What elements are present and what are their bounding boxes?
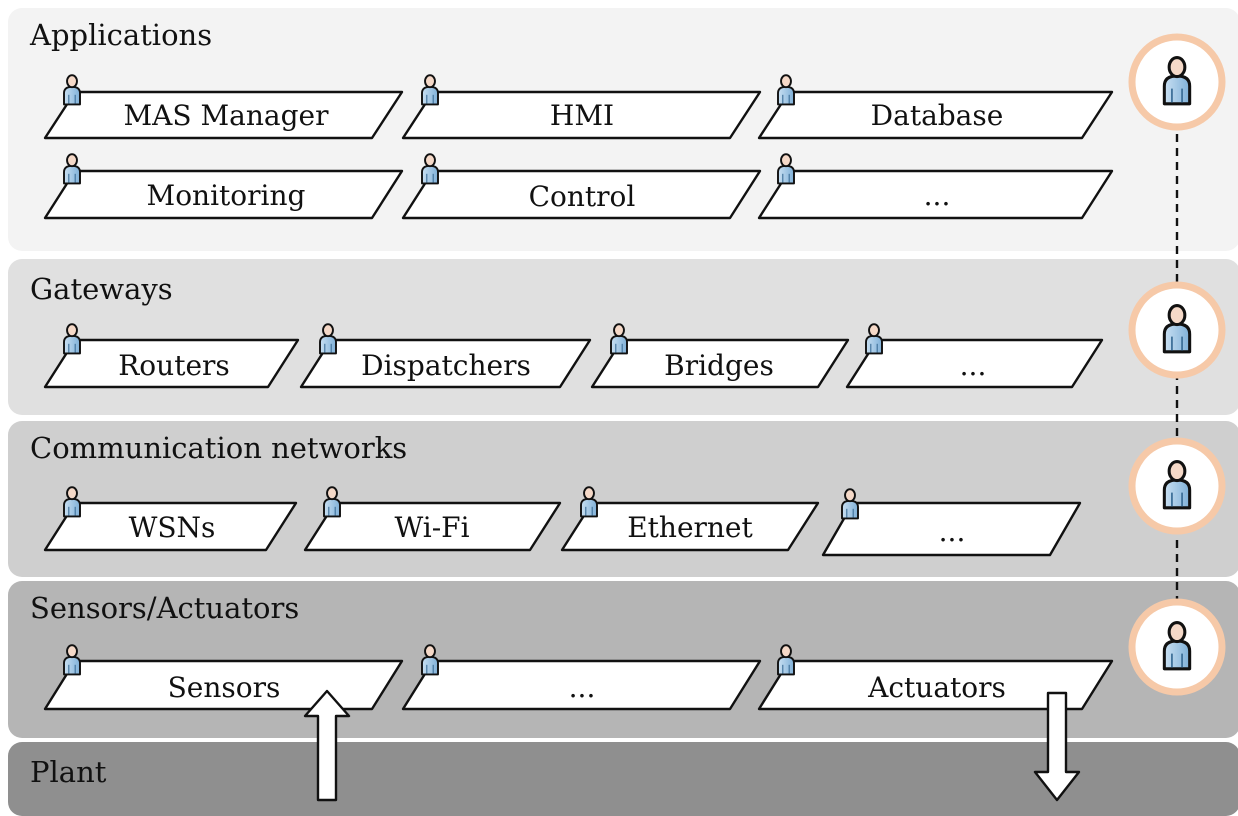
agent-icon: [62, 153, 82, 185]
agent-icon: [322, 486, 342, 518]
component-more-devices: ...: [401, 644, 762, 711]
agent-icon: [420, 644, 440, 676]
person-agent-icon: [1162, 459, 1192, 510]
agent-icon: [62, 74, 82, 106]
component-hmi: HMI: [401, 74, 762, 140]
component-label: Database: [871, 99, 1004, 132]
layer-communication-networks: Communication networks: [8, 421, 1238, 577]
component-label: WSNs: [129, 511, 216, 544]
component-label: ...: [960, 349, 987, 382]
up-arrow-icon: [303, 689, 351, 802]
layer-agent-applications: [1128, 33, 1226, 131]
agent-icon: [62, 323, 82, 355]
agent-icon: [609, 323, 629, 355]
component-sensors: Sensors: [43, 644, 404, 711]
component-more-applications: ...: [757, 153, 1114, 220]
component-label: Wi-Fi: [394, 511, 469, 544]
component-label: Dispatchers: [361, 349, 531, 382]
component-dispatchers: Dispatchers: [299, 323, 592, 389]
component-wi-fi: Wi-Fi: [303, 486, 562, 552]
component-label: ...: [939, 515, 966, 548]
layer-title: Sensors/Actuators: [30, 591, 299, 625]
component-label: Actuators: [867, 671, 1006, 704]
component-more-networks: ...: [821, 488, 1082, 557]
component-actuators: Actuators: [757, 644, 1114, 711]
component-label: Ethernet: [627, 511, 753, 544]
component-label: MAS Manager: [124, 99, 330, 132]
layer-agent-communication-networks: [1128, 437, 1226, 535]
layer-agent-sensors-actuators: [1128, 598, 1226, 696]
component-ethernet: Ethernet: [560, 486, 820, 552]
agent-icon: [776, 74, 796, 106]
component-label: Bridges: [664, 349, 774, 382]
component-control: Control: [401, 153, 762, 220]
component-more-gateways: ...: [845, 323, 1104, 389]
component-label: Routers: [118, 349, 230, 382]
agent-icon: [840, 488, 860, 520]
component-database: Database: [757, 74, 1114, 140]
layer-title: Applications: [29, 18, 212, 52]
person-agent-icon: [1162, 303, 1192, 354]
component-monitoring: Monitoring: [43, 153, 404, 220]
component-label: ...: [924, 179, 951, 212]
layer-title: Gateways: [30, 272, 173, 306]
component-label: Monitoring: [147, 179, 306, 212]
layer-title: Plant: [30, 755, 107, 789]
person-agent-icon: [1162, 620, 1192, 671]
component-routers: Routers: [43, 323, 300, 389]
agent-icon: [776, 644, 796, 676]
component-bridges: Bridges: [590, 323, 850, 389]
agent-icon: [776, 153, 796, 185]
agent-icon: [62, 486, 82, 518]
component-mas-manager: MAS Manager: [43, 74, 404, 140]
down-arrow-icon: [1033, 691, 1081, 802]
layer-agent-gateways: [1128, 281, 1226, 379]
agent-icon: [420, 153, 440, 185]
agent-icon: [420, 74, 440, 106]
agent-icon: [62, 644, 82, 676]
layer-title: Communication networks: [30, 431, 407, 465]
component-label: HMI: [550, 99, 614, 132]
component-label: ...: [569, 671, 596, 704]
component-label: Control: [529, 180, 636, 213]
layer-band: [8, 742, 1238, 816]
agent-icon: [579, 486, 599, 518]
component-label: Sensors: [168, 671, 281, 704]
layer-plant: Plant: [8, 742, 1238, 816]
agent-icon: [864, 323, 884, 355]
component-wsns: WSNs: [43, 486, 298, 552]
agent-icon: [318, 323, 338, 355]
person-agent-icon: [1162, 55, 1192, 106]
